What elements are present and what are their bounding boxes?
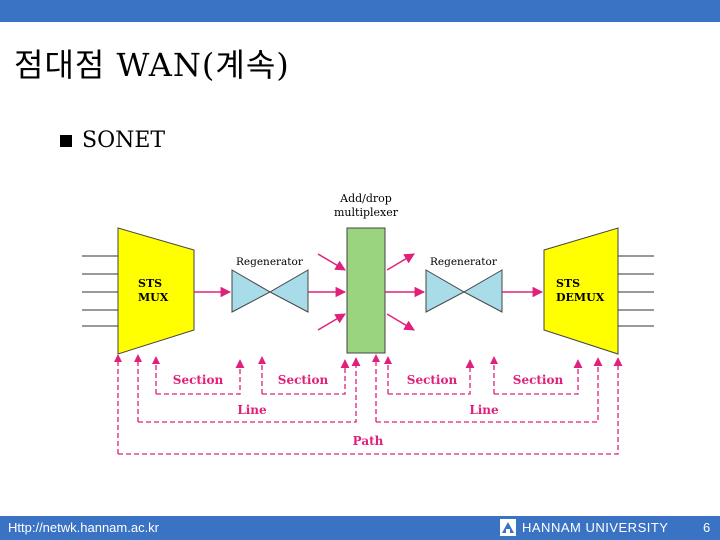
demux-output-lines <box>618 255 654 327</box>
section-label-4: Section <box>513 373 564 387</box>
section-bracket-2 <box>261 360 345 395</box>
regenerator-left-label: Regenerator <box>236 256 304 268</box>
arrowhead <box>134 354 142 362</box>
arrowhead <box>114 354 122 362</box>
bullet-item: SONET <box>60 128 165 153</box>
arrowhead <box>152 356 160 364</box>
section-bracket-1 <box>155 360 240 395</box>
line-bracket-2 <box>375 358 598 423</box>
drop-arrow-bottom <box>386 313 415 331</box>
demux-label-2: DEMUX <box>556 291 605 304</box>
line-bracket-1 <box>137 358 356 423</box>
section-label-3: Section <box>407 373 458 387</box>
line-label-2: Line <box>469 403 499 417</box>
section-bracket-4 <box>493 360 578 395</box>
bullet-text: SONET <box>82 128 166 153</box>
adm-label-2: multiplexer <box>334 206 399 219</box>
slide-title: 점대점 WAN(계속) <box>14 46 290 84</box>
university-logo-icon <box>500 519 516 536</box>
square-bullet-icon <box>60 134 72 147</box>
section-bracket-3 <box>387 360 470 395</box>
regenerator-left <box>231 269 309 313</box>
footer-url[interactable]: Http://netwk.hannam.ac.kr <box>8 520 160 535</box>
add-drop-multiplexer-block <box>346 227 386 354</box>
adm-label-1: Add/drop <box>339 192 392 205</box>
footer-bar: Http://netwk.hannam.ac.kr HANNAM UNIVERS… <box>0 516 720 540</box>
top-accent-bar <box>0 0 720 22</box>
add-arrow-top <box>317 253 346 271</box>
add-arrow-bottom <box>317 313 346 331</box>
arrowhead <box>384 356 392 364</box>
drop-arrow-top <box>386 253 415 271</box>
mux-label-1: STS <box>138 277 162 290</box>
arrowhead <box>490 356 498 364</box>
path-bracket <box>117 358 618 455</box>
arrowhead <box>258 356 266 364</box>
section-label-1: Section <box>173 373 224 387</box>
regenerator-right <box>425 269 503 313</box>
mux-input-lines <box>82 255 118 327</box>
path-label: Path <box>353 434 384 448</box>
demux-label-1: STS <box>556 277 580 290</box>
section-label-2: Section <box>278 373 329 387</box>
arrowhead <box>372 354 380 362</box>
regenerator-right-label: Regenerator <box>430 256 498 268</box>
page-number: 6 <box>703 520 711 535</box>
line-label-1: Line <box>237 403 267 417</box>
sts-mux-block <box>117 227 195 355</box>
mux-label-2: MUX <box>138 291 169 304</box>
footer-university: HANNAM UNIVERSITY <box>522 520 669 535</box>
